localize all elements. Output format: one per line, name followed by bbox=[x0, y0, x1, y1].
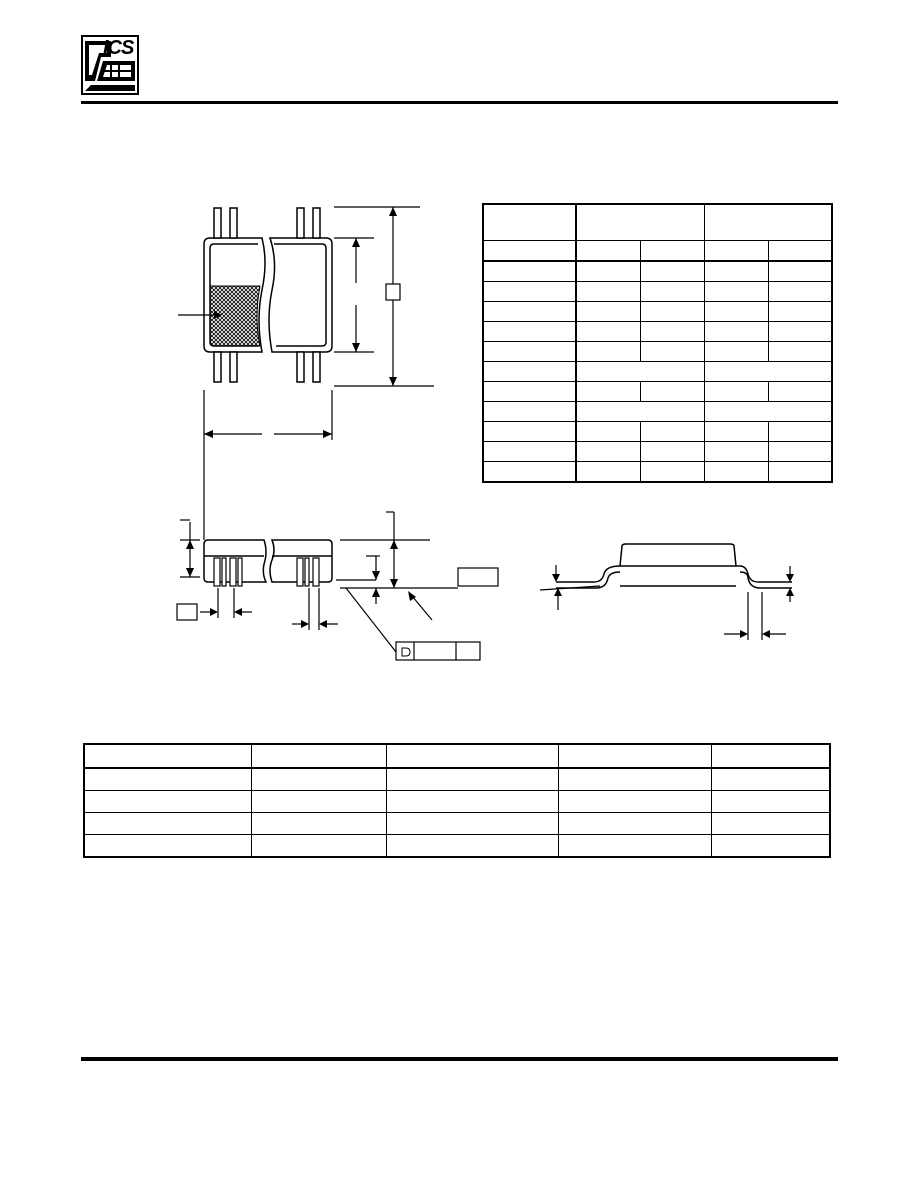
table-row bbox=[482, 461, 833, 483]
dimensions-table bbox=[482, 203, 833, 483]
top-rule bbox=[81, 101, 838, 104]
table-row bbox=[83, 812, 831, 835]
table-row bbox=[482, 321, 833, 342]
ordering-table bbox=[83, 743, 831, 858]
logo-graphic bbox=[81, 35, 139, 95]
table-row bbox=[482, 441, 833, 462]
table-row bbox=[482, 260, 833, 282]
table-row bbox=[482, 203, 833, 241]
table-row bbox=[482, 401, 833, 422]
table-row bbox=[83, 834, 831, 858]
company-logo: ICS bbox=[81, 35, 139, 95]
table-row bbox=[83, 743, 831, 769]
table-row bbox=[482, 240, 833, 262]
table-row bbox=[482, 301, 833, 322]
bottom-leads bbox=[213, 351, 321, 383]
table-row bbox=[482, 421, 833, 442]
table-row bbox=[482, 381, 833, 402]
lead-detail bbox=[556, 543, 792, 589]
table-row bbox=[83, 790, 831, 813]
table-row bbox=[83, 767, 831, 791]
top-view-body-right bbox=[268, 237, 333, 353]
logo-text: ICS bbox=[103, 37, 134, 59]
table-row bbox=[482, 341, 833, 362]
bottom-rule bbox=[81, 1057, 838, 1061]
pin1-marker-area bbox=[209, 285, 261, 347]
table-row bbox=[482, 361, 833, 382]
top-leads bbox=[213, 207, 321, 239]
table-row bbox=[482, 281, 833, 302]
